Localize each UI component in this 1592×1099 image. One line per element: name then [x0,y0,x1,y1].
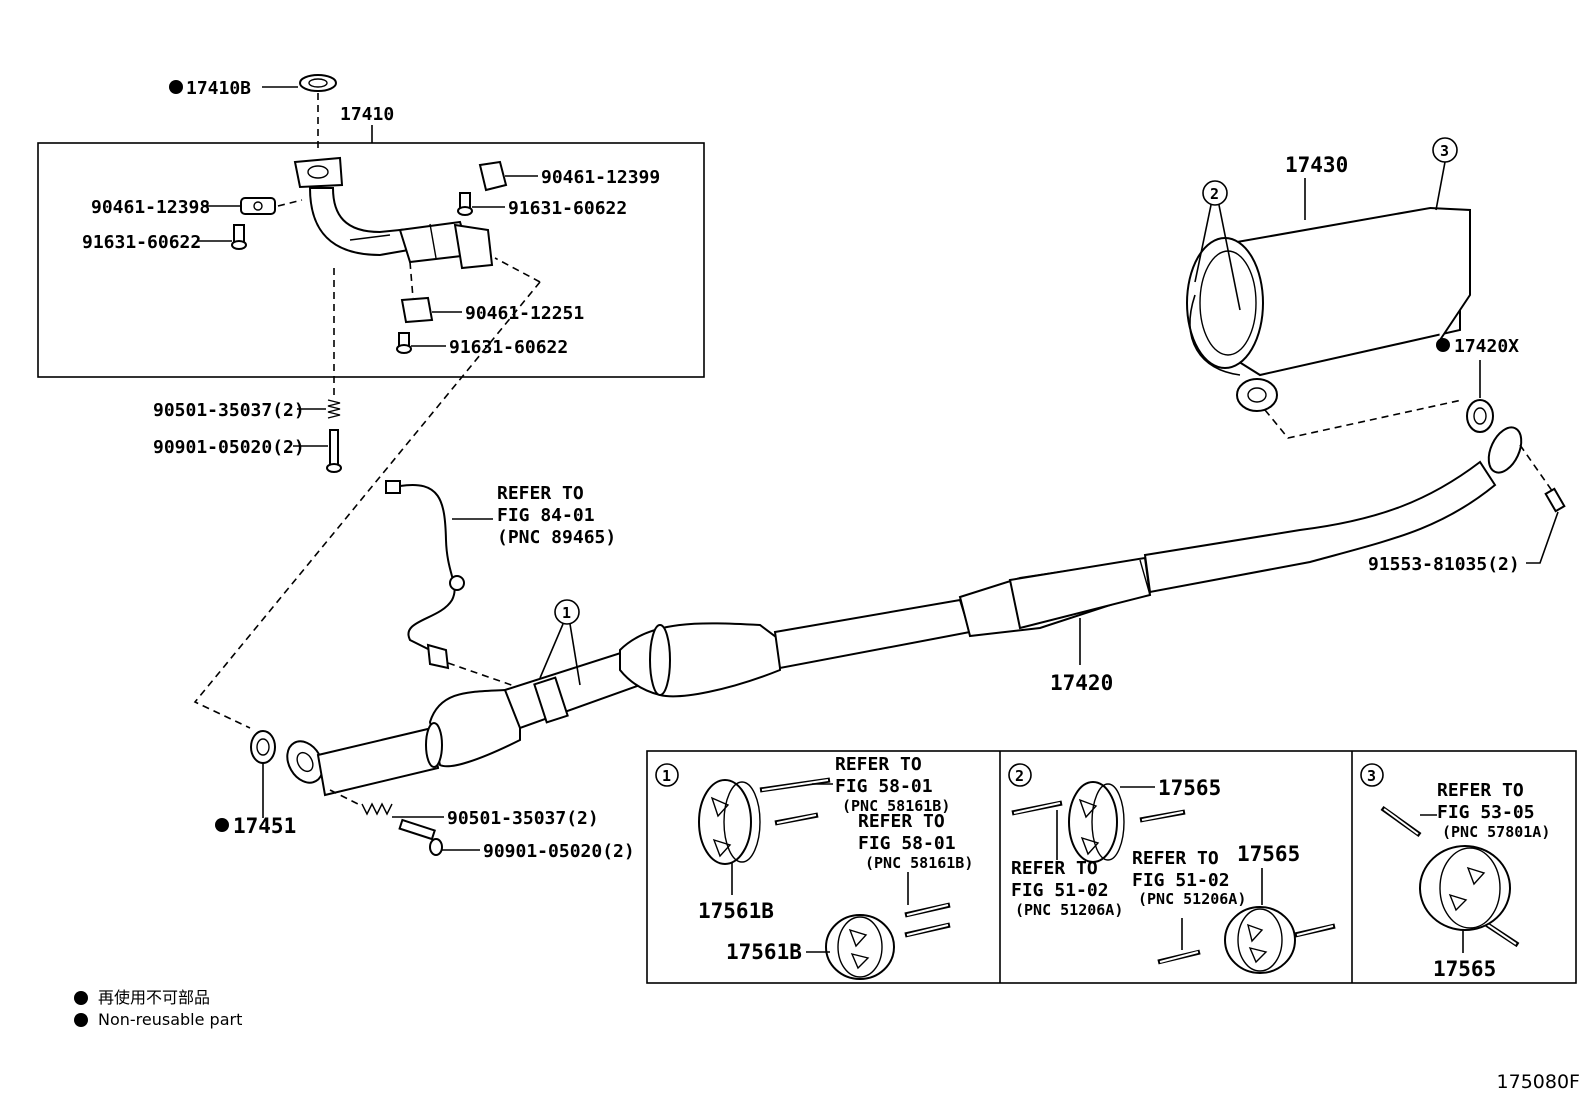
label-17420[interactable]: 17420 [1050,671,1113,695]
bolt-91553-81035[interactable] [1544,487,1566,513]
non-reusable-dot-17410b [169,80,183,94]
ref-58-01-a: REFER TO FIG 58-01 (PNC 58161B) [835,754,950,815]
ref-53-05: REFER TO FIG 53-05 (PNC 57801A) [1437,780,1550,841]
front-pipe-17410[interactable] [293,156,494,270]
muffler-17430[interactable] [1186,206,1471,412]
svg-text:(PNC 51206A): (PNC 51206A) [1015,901,1123,919]
spring-90501-35037-upper[interactable] [327,399,341,419]
label-90901-05020-upper[interactable]: 90901-05020(2) [153,437,305,458]
label-90461-12399[interactable]: 90461-12399 [541,167,660,188]
gasket-17420x[interactable] [1466,399,1494,433]
label-90501-35037-lower[interactable]: 90501-35037(2) [447,808,599,829]
svg-text:FIG 51-02: FIG 51-02 [1132,870,1230,891]
bolt-91631-60622-bottom[interactable] [396,332,412,354]
label-90501-35037-upper[interactable]: 90501-35037(2) [153,400,305,421]
center-exhaust-pipe-17420[interactable] [280,422,1528,797]
callout-2-main [1202,180,1228,206]
svg-text:REFER TO: REFER TO [497,483,584,504]
label-91631-60622-left[interactable]: 91631-60622 [82,232,201,253]
clamp-90461-12399[interactable] [478,160,508,192]
svg-text:(PNC 58161B): (PNC 58161B) [842,797,950,815]
label-17565-box3[interactable]: 17565 [1433,957,1496,981]
inset-box-3: 3 REFER TO FIG 53-05 (PNC 57801A) 17565 [1360,763,1550,981]
svg-text:(PNC 89465): (PNC 89465) [497,527,616,548]
svg-text:FIG 53-05: FIG 53-05 [1437,802,1535,823]
svg-text:REFER TO: REFER TO [858,811,945,832]
inset-box-1: 1 17561B REFER TO FIG 58-01 (PNC 58161B)… [655,754,973,980]
svg-text:REFER TO: REFER TO [1437,780,1524,801]
label-17420x[interactable]: 17420X [1454,336,1519,357]
label-17410[interactable]: 17410 [340,104,394,125]
ref-51-02-b: REFER TO FIG 51-02 (PNC 51206A) [1132,848,1246,908]
clamp-90461-12398[interactable] [240,197,276,215]
insulator-detail-panel [646,750,1577,984]
label-17561b-upper[interactable]: 17561B [698,899,774,923]
label-90461-12251[interactable]: 90461-12251 [465,303,584,324]
non-reusable-dot-17420x [1436,338,1450,352]
svg-text:REFER TO: REFER TO [1011,858,1098,879]
svg-text:1: 1 [562,604,571,622]
svg-text:FIG 58-01: FIG 58-01 [835,776,933,797]
ref-51-02-a: REFER TO FIG 51-02 (PNC 51206A) [1011,858,1123,919]
insulator-17561b-lower[interactable] [825,914,895,980]
bolt-91631-60622-left[interactable] [231,224,247,250]
svg-text:REFER TO: REFER TO [1132,848,1219,869]
label-91631-60622-bottom[interactable]: 91631-60622 [449,337,568,358]
callout-1-main [554,599,580,625]
svg-text:FIG 51-02: FIG 51-02 [1011,880,1109,901]
insulator-17565-box3[interactable] [1419,845,1511,931]
inset-box-2: 2 17565 REFER TO FIG 51-02 (PNC 51206A) … [1008,763,1336,974]
bolt-91631-60622-top[interactable] [457,192,473,216]
svg-text:3: 3 [1440,142,1449,160]
svg-text:2: 2 [1015,767,1024,785]
label-90901-05020-lower[interactable]: 90901-05020(2) [483,841,635,862]
gasket-17410b[interactable] [299,74,337,92]
svg-text:1: 1 [662,767,671,785]
svg-text:3: 3 [1367,767,1376,785]
oxygen-sensor[interactable] [385,480,465,670]
gasket-17451[interactable] [250,730,276,764]
legend-jp: 再使用不可部品 [74,984,210,1008]
front-pipe-group-box [37,142,705,378]
svg-text:REFER TO: REFER TO [835,754,922,775]
insulator-17561b-upper[interactable] [698,779,761,865]
label-17430[interactable]: 17430 [1285,153,1348,177]
insulator-17565-upper[interactable] [1068,781,1125,863]
bullet-dot [74,1013,88,1027]
svg-text:FIG 58-01: FIG 58-01 [858,833,956,854]
legend-jp-text: 再使用不可部品 [98,988,211,1007]
svg-text:FIG 84-01: FIG 84-01 [497,505,595,526]
label-90461-12398[interactable]: 90461-12398 [91,197,210,218]
spring-90501-35037-lower[interactable] [361,802,393,816]
svg-text:(PNC 57801A): (PNC 57801A) [1442,823,1550,841]
non-reusable-dot-17451 [215,818,229,832]
svg-text:2: 2 [1210,185,1219,203]
bolt-90901-05020-lower[interactable] [398,818,443,856]
svg-text:(PNC 58161B): (PNC 58161B) [865,854,973,872]
label-17561b-lower[interactable]: 17561B [726,940,802,964]
insulator-17565-lower[interactable] [1224,906,1296,974]
label-17565-upper[interactable]: 17565 [1158,776,1221,800]
legend-en: Non-reusable part [74,1010,242,1029]
legend-en-text: Non-reusable part [98,1010,243,1029]
svg-text:(PNC 51206A): (PNC 51206A) [1138,890,1246,908]
ref-sensor-note: REFER TO FIG 84-01 (PNC 89465) [497,483,616,548]
figure-id: 175080F [1496,1071,1580,1093]
label-17410b[interactable]: 17410B [186,78,251,99]
label-17565-lower[interactable]: 17565 [1237,842,1300,866]
label-91631-60622-top[interactable]: 91631-60622 [508,198,627,219]
bullet-dot [74,991,88,1005]
bolt-90901-05020-upper[interactable] [326,429,342,473]
label-17451[interactable]: 17451 [233,814,296,838]
clamp-90461-12251[interactable] [400,296,434,324]
label-91553-81035[interactable]: 91553-81035(2) [1368,554,1520,575]
ref-58-01-b: REFER TO FIG 58-01 (PNC 58161B) [858,811,973,872]
